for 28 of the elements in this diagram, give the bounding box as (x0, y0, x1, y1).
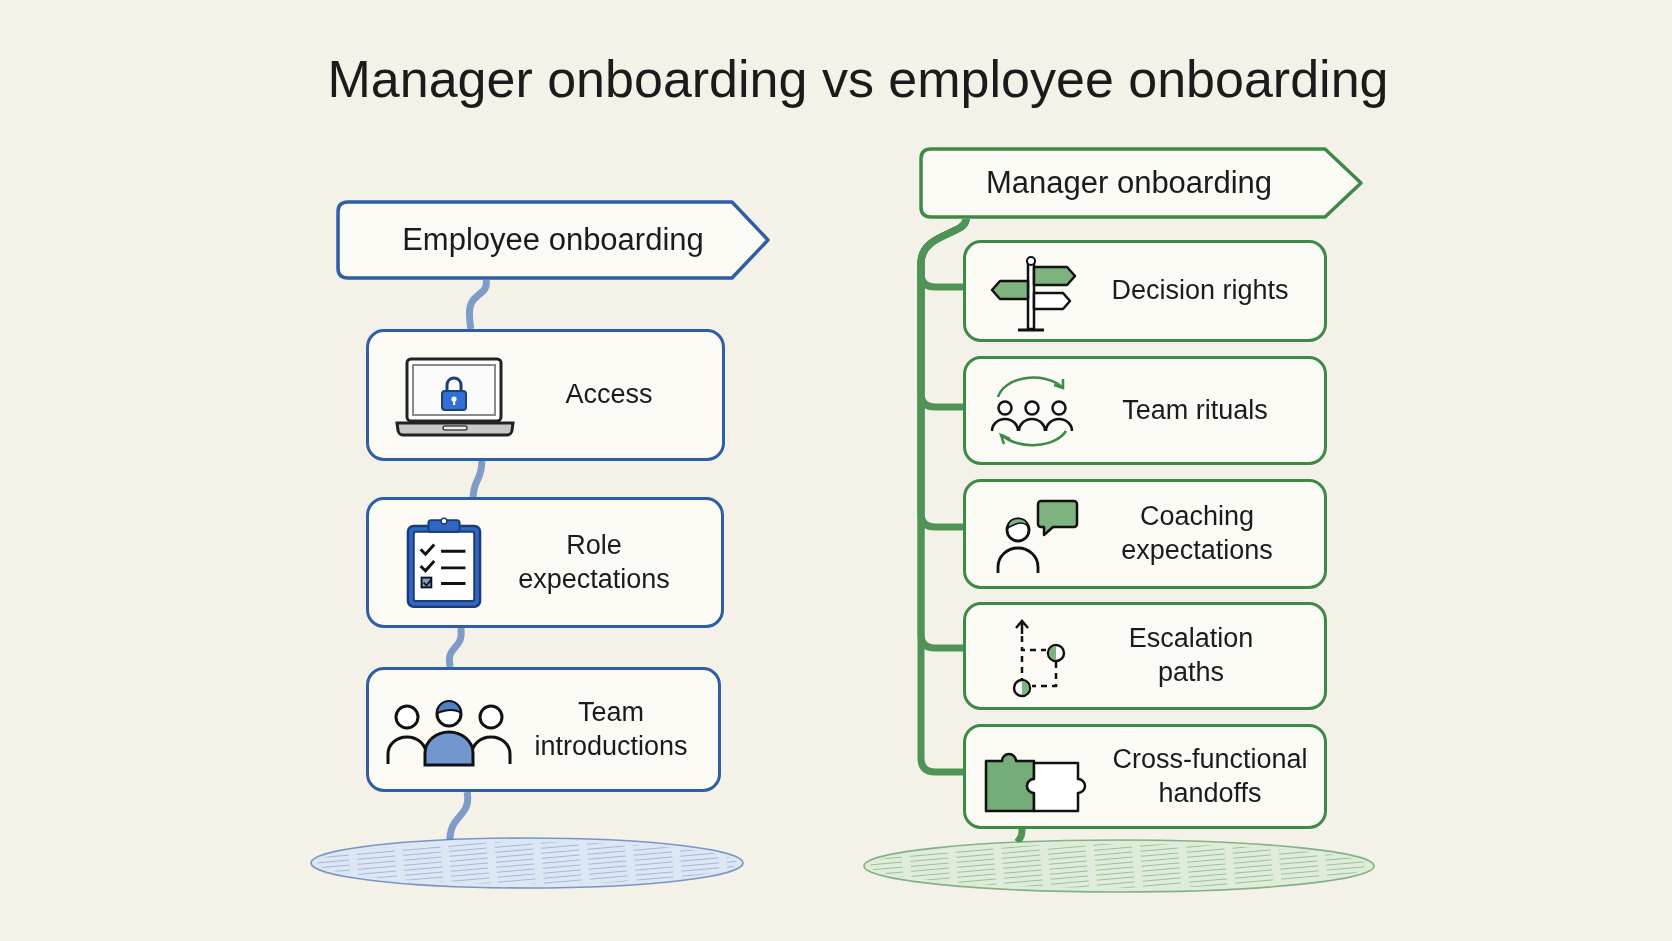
signboard (336, 200, 770, 280)
ground-ellipse (862, 838, 1376, 894)
connector-line (445, 626, 465, 669)
connector-line (917, 217, 970, 776)
item-label: Coaching expectations (1120, 500, 1274, 567)
item-label: Team introductions (533, 695, 689, 763)
sign-heading: Manager onboarding (984, 163, 1274, 202)
sign-heading: Employee onboarding (401, 220, 705, 259)
ground-ellipse (309, 836, 745, 890)
rounded-card (366, 667, 721, 792)
rounded-card (963, 356, 1327, 465)
rounded-card (366, 329, 725, 461)
item-label: Escalation paths (1127, 622, 1255, 689)
item-label: Decision rights (1110, 274, 1290, 308)
rounded-card (963, 602, 1327, 710)
rounded-card (963, 240, 1327, 342)
connector-line (465, 278, 490, 331)
signboard (919, 147, 1363, 219)
connector-line (446, 791, 472, 841)
rounded-card (963, 724, 1327, 829)
connector-line (469, 459, 486, 499)
rounded-card (963, 479, 1327, 589)
item-label: Team rituals (1121, 393, 1269, 427)
rounded-card (366, 497, 724, 628)
item-label: Cross-functional handoffs (1111, 742, 1309, 810)
item-label: Role expectations (517, 528, 671, 596)
item-label: Access (564, 378, 654, 412)
diagram-title: Manager onboarding vs employee onboarding (327, 49, 1389, 110)
